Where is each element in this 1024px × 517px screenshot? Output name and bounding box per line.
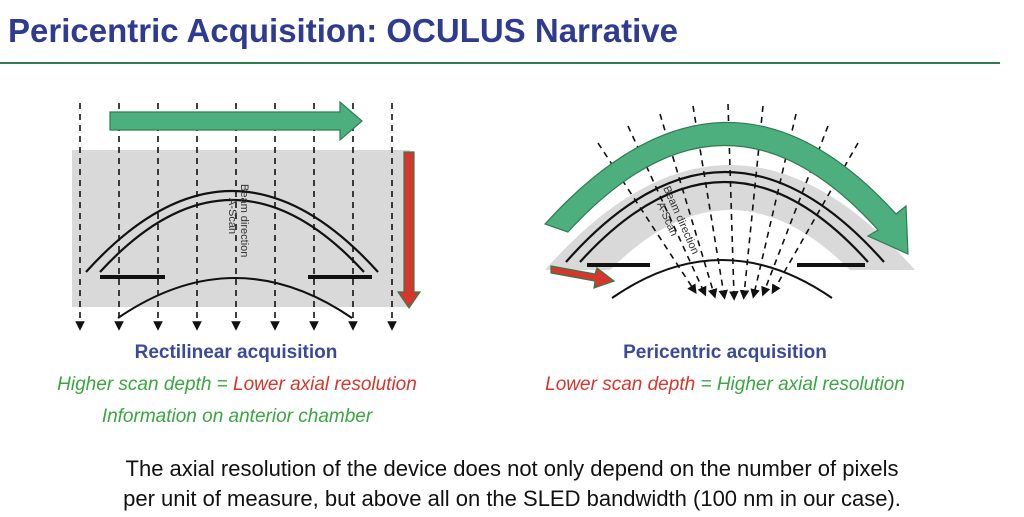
depth-arrow-right bbox=[550, 265, 616, 289]
pericentric-caption-title: Pericentric acquisition bbox=[623, 342, 827, 363]
rectilinear-caption-title: Rectilinear acquisition bbox=[134, 342, 338, 363]
cornea-outer-arc bbox=[85, 189, 379, 273]
scan-direction-arrow-curved bbox=[543, 121, 909, 255]
tissue-band-curved bbox=[545, 165, 915, 270]
lens-arc-right bbox=[611, 259, 833, 299]
footer-line2: per unit of measure, but above all on th… bbox=[123, 486, 901, 511]
rectilinear-diagram: Beam direction A-Scan bbox=[72, 100, 422, 331]
title-divider bbox=[0, 62, 1000, 64]
rectilinear-caption-line1: Higher scan depth = Lower axial resoluti… bbox=[0, 374, 474, 396]
higher-scan-depth-text: Higher scan depth bbox=[57, 374, 212, 395]
cornea-outer-arc-right bbox=[565, 171, 885, 263]
a-scan-lines-converging bbox=[597, 103, 859, 301]
higher-axial-resolution-text: Higher axial resolution bbox=[716, 374, 905, 395]
lens-arc bbox=[117, 277, 353, 319]
a-scan-label: A-Scan bbox=[226, 198, 238, 234]
pericentric-caption-line1: Lower scan depth = Higher axial resoluti… bbox=[490, 374, 960, 396]
a-scan-lines bbox=[75, 103, 397, 331]
slide-title: Pericentric Acquisition: OCULUS Narrativ… bbox=[8, 12, 678, 49]
pericentric-diagram: Beam direction A-Scan bbox=[543, 103, 915, 301]
beam-direction-label: Beam direction bbox=[238, 184, 250, 257]
scan-direction-arrow bbox=[109, 100, 363, 142]
cornea-inner-arc bbox=[99, 199, 365, 273]
depth-arrow bbox=[396, 151, 422, 310]
equals-sign-right: = bbox=[695, 374, 717, 395]
cornea-inner-arc-right bbox=[579, 180, 869, 263]
footer-line1: The axial resolution of the device does … bbox=[125, 456, 899, 481]
equals-sign: = bbox=[211, 374, 234, 395]
rectilinear-caption-line2: Information on anterior chamber bbox=[101, 406, 373, 427]
lower-axial-resolution-text: Lower axial resolution bbox=[233, 374, 417, 395]
lower-scan-depth-text: Lower scan depth bbox=[545, 374, 696, 395]
